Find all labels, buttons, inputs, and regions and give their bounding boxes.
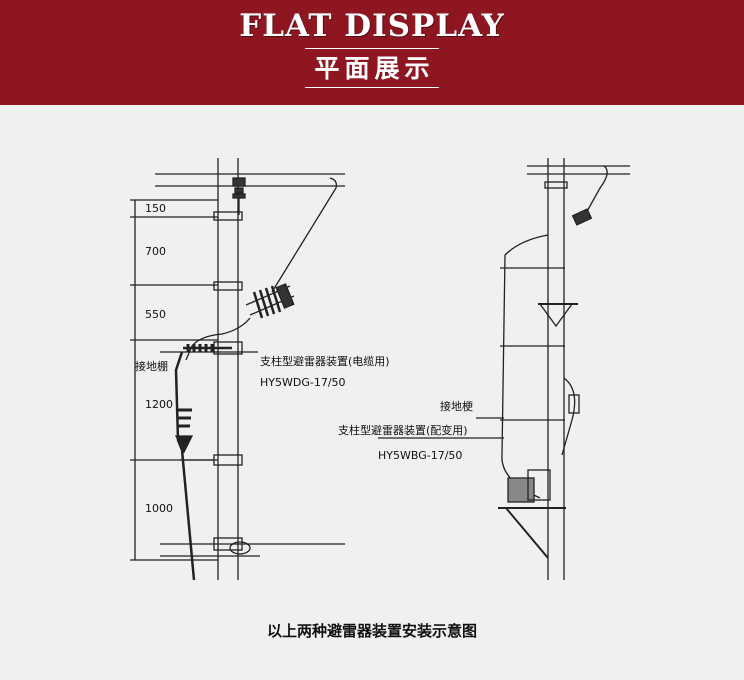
dim-label: 700 bbox=[145, 245, 166, 258]
dim-label: 150 bbox=[145, 202, 166, 215]
installation-diagram: 150 700 550 1200 1000 接地棚 支柱型避雷器装置(电缆用) … bbox=[130, 158, 630, 581]
right-drop-lead bbox=[584, 165, 608, 216]
device-name-right: 支柱型避雷器装置(配变用) bbox=[338, 423, 468, 437]
right-box bbox=[568, 394, 580, 414]
dim-label: 550 bbox=[145, 308, 166, 321]
right-transformer-top bbox=[538, 303, 578, 328]
top-crossarm-bracket bbox=[213, 211, 243, 221]
device-model-right: HY5WBG-17/50 bbox=[378, 449, 462, 462]
clamp-knob bbox=[229, 541, 251, 555]
left-installation bbox=[130, 158, 345, 581]
dimension-ticks bbox=[130, 199, 218, 561]
cutout-bracket bbox=[213, 281, 243, 291]
right-installation bbox=[378, 158, 630, 580]
ground-label-left: 接地棚 bbox=[135, 359, 168, 373]
right-service-lead bbox=[501, 234, 549, 499]
device-name-left: 支柱型避雷器装置(电缆用) bbox=[260, 354, 390, 368]
drop-lead bbox=[271, 177, 338, 293]
right-cable-loop bbox=[561, 377, 576, 456]
page-title-chinese-text: 平面展示 bbox=[305, 48, 439, 88]
right-transformer bbox=[507, 469, 551, 503]
page-title-english: FLAT DISPLAY bbox=[239, 8, 505, 44]
dim-label: 1000 bbox=[145, 502, 173, 515]
page-title-chinese: 平面展示 bbox=[0, 48, 744, 88]
pin-insulator-top bbox=[232, 177, 246, 215]
dim-label: 1200 bbox=[145, 398, 173, 411]
ground-label-right: 接地梗 bbox=[440, 399, 473, 413]
cutout-fuse bbox=[245, 283, 295, 319]
device-model-left: HY5WDG-17/50 bbox=[260, 376, 346, 389]
cable-lead bbox=[185, 317, 251, 361]
right-cutout bbox=[571, 208, 593, 226]
cable-terminal bbox=[174, 408, 194, 454]
cable-down bbox=[174, 351, 196, 581]
diagram-caption: 以上两种避雷器装置安装示意图 bbox=[266, 622, 477, 640]
arrester-post-left bbox=[183, 341, 243, 355]
cable-clamp-2 bbox=[213, 537, 243, 551]
right-platform bbox=[498, 507, 566, 559]
right-top-bracket bbox=[544, 181, 568, 189]
